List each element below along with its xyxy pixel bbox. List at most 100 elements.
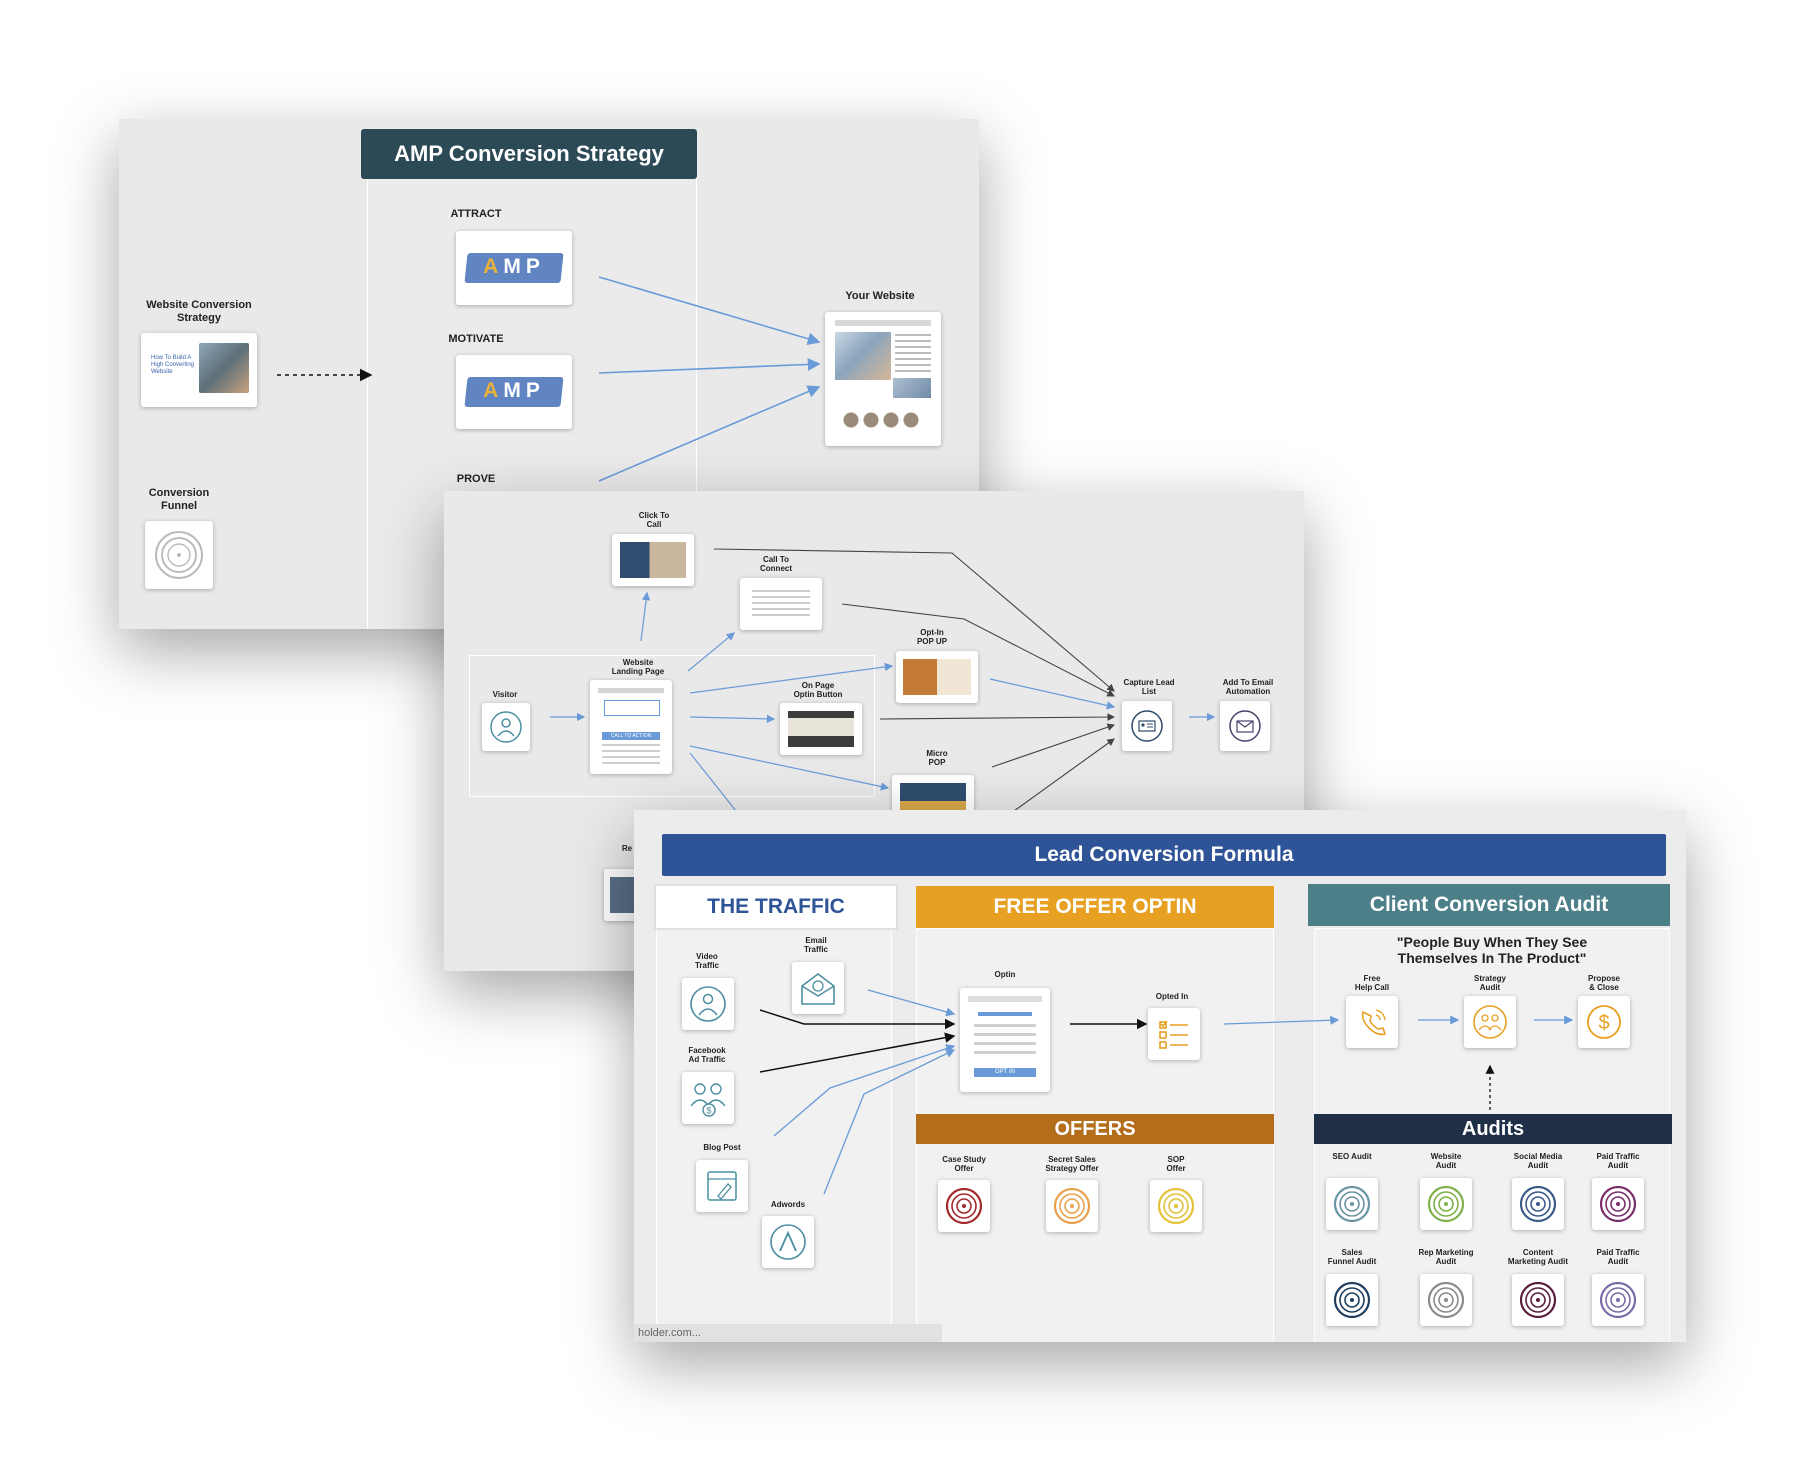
email-traffic-card[interactable] (792, 962, 844, 1014)
capture-lead-card[interactable] (1122, 701, 1172, 751)
audit-card[interactable] (1592, 1178, 1644, 1230)
motivate-amp-card[interactable]: AMP (456, 355, 572, 429)
optin-button[interactable]: OPT IN (974, 1068, 1036, 1077)
person-icon (490, 711, 522, 743)
video-traffic-card[interactable] (682, 978, 734, 1030)
target-icon (155, 531, 203, 579)
email-traffic-label: Email Traffic (803, 936, 828, 955)
call-to-connect-label: Call To Connect (760, 555, 792, 574)
website-header-strip (835, 320, 931, 326)
svg-text:$: $ (706, 1106, 711, 1116)
adwords-card[interactable] (762, 1216, 814, 1268)
audit-target-icon (1427, 1281, 1465, 1319)
audit-label: SEO Audit (1332, 1152, 1372, 1161)
audit-step-card[interactable] (1346, 996, 1398, 1048)
conversion-funnel-label: Conversion Funnel (148, 487, 210, 512)
click-to-call-label: Click To Call (638, 511, 670, 530)
audit-card[interactable] (1512, 1274, 1564, 1326)
website-strategy-label: Website Conversion Strategy (146, 299, 252, 324)
audit-label: Website Audit (1430, 1152, 1462, 1171)
phone-icon (1361, 1009, 1387, 1036)
audit-step-card[interactable]: $ (1578, 996, 1630, 1048)
optin-form-card[interactable]: OPT IN (960, 988, 1050, 1092)
opted-in-card[interactable] (1148, 1008, 1200, 1060)
click-to-call-card[interactable] (612, 534, 694, 586)
on-page-optin-card[interactable] (780, 703, 862, 755)
offer-card[interactable] (1150, 1180, 1202, 1232)
audit-card[interactable] (1420, 1178, 1472, 1230)
website-text-lines (895, 334, 931, 374)
audit-target-icon (1519, 1185, 1557, 1223)
optin-popup-thumb (903, 659, 971, 695)
offer-target-icon (1053, 1187, 1091, 1225)
audit-card[interactable] (1592, 1274, 1644, 1326)
optin-label: Optin (994, 970, 1016, 979)
adwords-label: Adwords (770, 1200, 806, 1209)
person-icon (690, 986, 726, 1022)
audit-label: Social Media Audit (1513, 1152, 1563, 1171)
lead-formula-slide: Lead Conversion Formula THE TRAFFIC FREE… (634, 810, 1686, 1342)
lead-formula-title: Lead Conversion Formula (662, 834, 1666, 876)
amp-logo-text: AMP (483, 255, 545, 278)
optin-form-topbar (968, 996, 1042, 1002)
blog-page-icon (707, 1171, 737, 1201)
offer-label: SOP Offer (1166, 1155, 1186, 1174)
offer-target-icon (945, 1187, 983, 1225)
landing-page-label: Website Landing Page (611, 658, 665, 677)
your-website-card[interactable] (825, 312, 941, 446)
audit-label: Content Marketing Audit (1507, 1248, 1569, 1267)
offers-header: OFFERS (916, 1114, 1274, 1144)
audit-card[interactable] (1512, 1178, 1564, 1230)
audits-header: Audits (1314, 1114, 1672, 1144)
landing-page-card[interactable]: CALL TO ACTION (590, 680, 672, 774)
audit-card[interactable] (1326, 1178, 1378, 1230)
landing-page-topbar (598, 688, 664, 693)
motivate-label: MOTIVATE (448, 333, 504, 345)
amp-logo-text: AMP (483, 379, 545, 402)
visitor-card[interactable] (482, 703, 530, 751)
dollar-icon: $ (1587, 1005, 1621, 1039)
add-to-email-card[interactable] (1220, 701, 1270, 751)
audit-step-label: Propose & Close (1587, 974, 1620, 993)
offer-card[interactable] (938, 1180, 990, 1232)
your-website-label: Your Website (845, 290, 915, 302)
landing-page-hero (604, 700, 660, 716)
audit-label: Sales Funnel Audit (1327, 1248, 1377, 1267)
audit-target-icon (1599, 1185, 1637, 1223)
add-to-email-label: Add To Email Automation (1222, 678, 1274, 697)
optin-popup-card[interactable] (896, 651, 978, 703)
offer-card[interactable] (1046, 1180, 1098, 1232)
checklist-icon (1159, 1020, 1188, 1049)
thumbnail-caption: How To Build A High Converting Website (151, 355, 195, 376)
audit-target-icon (1333, 1281, 1371, 1319)
audit-target-icon (1599, 1281, 1637, 1319)
blog-post-label: Blog Post (703, 1143, 741, 1152)
click-to-call-thumb (620, 542, 686, 578)
visitor-label: Visitor (492, 690, 518, 699)
traffic-header: THE TRAFFIC (654, 884, 898, 930)
on-page-optin-thumb (788, 711, 854, 747)
motivate-arrow (598, 358, 821, 374)
offer-target-icon (1157, 1187, 1195, 1225)
landing-page-lines (602, 744, 660, 764)
prove-label: PROVE (456, 473, 496, 485)
blog-post-card[interactable] (696, 1160, 748, 1212)
optin-popup-label: Opt-In POP UP (916, 628, 948, 647)
attract-amp-card[interactable]: AMP (456, 231, 572, 305)
call-to-connect-thumb (752, 590, 810, 616)
offer-label: Secret Sales Strategy Offer (1045, 1155, 1099, 1174)
audit-target-icon (1519, 1281, 1557, 1319)
optin-form-header (978, 1012, 1032, 1016)
audit-label: Rep Marketing Audit (1418, 1248, 1474, 1267)
audit-card[interactable] (1326, 1274, 1378, 1326)
micro-pop-label: Micro POP (926, 749, 948, 768)
conversion-funnel-card[interactable] (145, 521, 213, 589)
audit-step-card[interactable] (1464, 996, 1516, 1048)
facebook-traffic-card[interactable]: $ (682, 1072, 734, 1124)
url-footer: holder.com... (634, 1324, 942, 1342)
audit-card[interactable] (1420, 1274, 1472, 1326)
call-to-connect-card[interactable] (740, 578, 822, 630)
opted-in-label: Opted In (1155, 992, 1189, 1001)
website-strategy-thumbnail[interactable]: How To Build A High Converting Website (141, 333, 257, 407)
strategy-icon (1473, 1005, 1507, 1039)
